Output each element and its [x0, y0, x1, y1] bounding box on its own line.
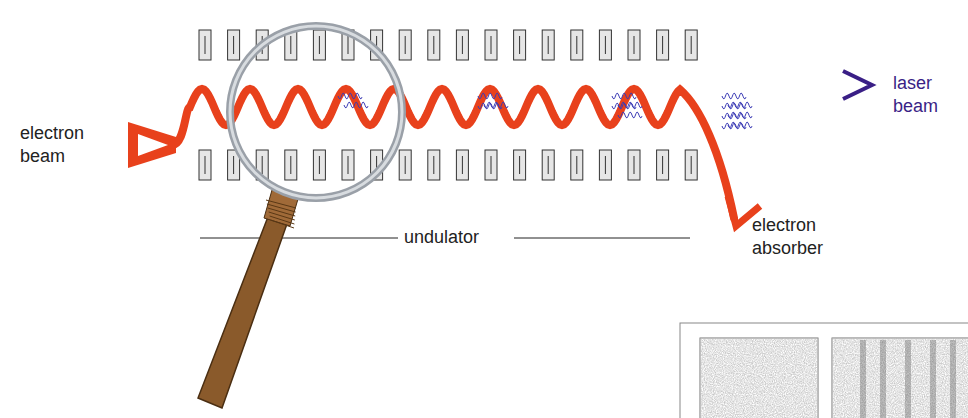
magnet-block	[228, 30, 240, 60]
magnet-pole	[462, 156, 463, 174]
magnet-block	[313, 30, 325, 60]
handle-ring	[268, 208, 295, 216]
magnet-pole	[691, 156, 692, 174]
magnet-pole	[233, 36, 234, 54]
photon-wave	[722, 103, 746, 109]
electron-beam-arrow	[138, 134, 168, 156]
magnet-block	[342, 150, 354, 180]
magnet-pole	[290, 36, 291, 54]
magnet-block	[456, 30, 468, 60]
magnet-block	[399, 150, 411, 180]
handle-ring	[269, 212, 295, 220]
magnet-pole	[205, 36, 206, 54]
magnet-block	[628, 150, 640, 180]
magnet-pole	[548, 156, 549, 174]
undulator-line	[514, 238, 690, 239]
magnet-block	[599, 30, 611, 60]
magnet-pole	[691, 36, 692, 54]
magnet-block	[514, 30, 526, 60]
magnet-block	[685, 150, 697, 180]
magnifying-glass	[198, 26, 402, 408]
inset-band	[930, 340, 936, 418]
magnet-block	[571, 150, 583, 180]
photon-wave	[478, 93, 502, 99]
magnet-pole	[405, 36, 406, 54]
photon-wave	[478, 103, 502, 109]
magnet-block	[199, 150, 211, 180]
magnet-pole	[576, 156, 577, 174]
photon-wave	[722, 123, 746, 129]
handle-ring	[270, 216, 295, 224]
laser-beam-label: laser beam	[893, 72, 963, 118]
magnet-block	[628, 30, 640, 60]
inset-band	[860, 340, 866, 418]
photon-wave	[344, 102, 368, 108]
handle-ring	[271, 220, 295, 228]
inset-band	[880, 340, 886, 418]
magnet-block	[428, 30, 440, 60]
photon-wave	[612, 93, 636, 99]
magnet-block	[571, 30, 583, 60]
magnet-pole	[348, 156, 349, 174]
magnet-block	[542, 30, 554, 60]
magnet-pole	[319, 156, 320, 174]
magnet-block	[485, 150, 497, 180]
magnet-pole	[576, 36, 577, 54]
magnet-pole	[662, 156, 663, 174]
magnet-pole	[262, 156, 263, 174]
electron-trajectory	[172, 89, 734, 218]
magnet-block	[542, 150, 554, 180]
inset-band	[950, 340, 956, 418]
magnet-pole	[433, 36, 434, 54]
magnet-pole	[634, 156, 635, 174]
magnet-pole	[233, 156, 234, 174]
inset-band	[905, 340, 911, 418]
handle-ring	[266, 200, 296, 208]
magnet-pole	[348, 36, 349, 54]
handle-ring	[267, 204, 296, 212]
magnet-block	[599, 150, 611, 180]
undulator-magnets	[199, 30, 697, 180]
magnet-pole	[605, 36, 606, 54]
magnet-pole	[433, 156, 434, 174]
electron-beam-label: electron beam	[20, 122, 120, 168]
magnet-pole	[319, 36, 320, 54]
undulator-label: undulator	[404, 226, 512, 249]
magnet-block	[399, 30, 411, 60]
electron-absorber-label: electron absorber	[752, 214, 848, 260]
magnet-block	[456, 150, 468, 180]
magnet-pole	[519, 36, 520, 54]
magnet-pole	[519, 156, 520, 174]
photon-wave	[722, 113, 746, 119]
magnet-pole	[491, 36, 492, 54]
photon-wave	[612, 103, 636, 109]
magnet-pole	[548, 36, 549, 54]
photon-wave	[618, 112, 642, 118]
photon-wave	[338, 93, 362, 99]
magnet-block	[285, 150, 297, 180]
magnet-pole	[462, 36, 463, 54]
laser-chevron	[843, 71, 872, 99]
magnet-pole	[491, 156, 492, 174]
magnet-pole	[205, 156, 206, 174]
magnet-pole	[662, 36, 663, 54]
magnet-block	[514, 150, 526, 180]
magnet-pole	[290, 156, 291, 174]
magnet-block	[485, 30, 497, 60]
magnet-block	[657, 30, 669, 60]
undulator-line	[200, 238, 398, 239]
magnet-block	[657, 150, 669, 180]
magnet-block	[199, 30, 211, 60]
photon-wave	[722, 93, 746, 99]
magnet-pole	[405, 156, 406, 174]
magnet-block	[313, 150, 325, 180]
inset-image	[680, 323, 968, 418]
magnet-pole	[634, 36, 635, 54]
magnet-block	[685, 30, 697, 60]
magnet-pole	[605, 156, 606, 174]
magnet-block	[428, 150, 440, 180]
